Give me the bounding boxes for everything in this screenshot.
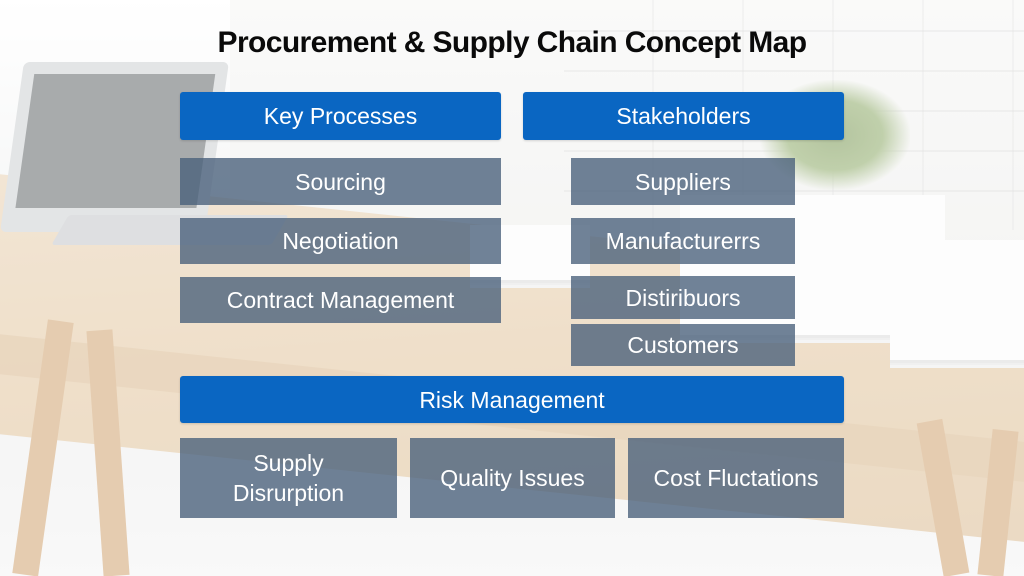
paper-stack: [890, 240, 1024, 363]
process-sourcing: Sourcing: [180, 158, 501, 205]
stakeholder-suppliers: Suppliers: [571, 158, 795, 205]
risk-supply-disruption-line2: Disrurption: [232, 480, 345, 506]
key-processes-header: Key Processes: [180, 92, 501, 140]
risk-quality-issues: Quality Issues: [410, 438, 615, 518]
risk-supply-disruption: Supply Disrurption: [180, 438, 397, 518]
stakeholder-customers: Customers: [571, 324, 795, 366]
process-negotiation: Negotiation: [180, 218, 501, 264]
process-contract-management: Contract Management: [180, 277, 501, 323]
risk-supply-disruption-line1: Supply: [253, 450, 324, 476]
stakeholder-distributors: Distiribuors: [571, 276, 795, 319]
stakeholder-manufacturers: Manufacturerrs: [571, 218, 795, 264]
page-title: Procurement & Supply Chain Concept Map: [217, 26, 808, 59]
risk-management-header: Risk Management: [180, 376, 844, 423]
stakeholders-header: Stakeholders: [523, 92, 844, 140]
risk-cost-fluctuations: Cost Fluctations: [628, 438, 844, 518]
